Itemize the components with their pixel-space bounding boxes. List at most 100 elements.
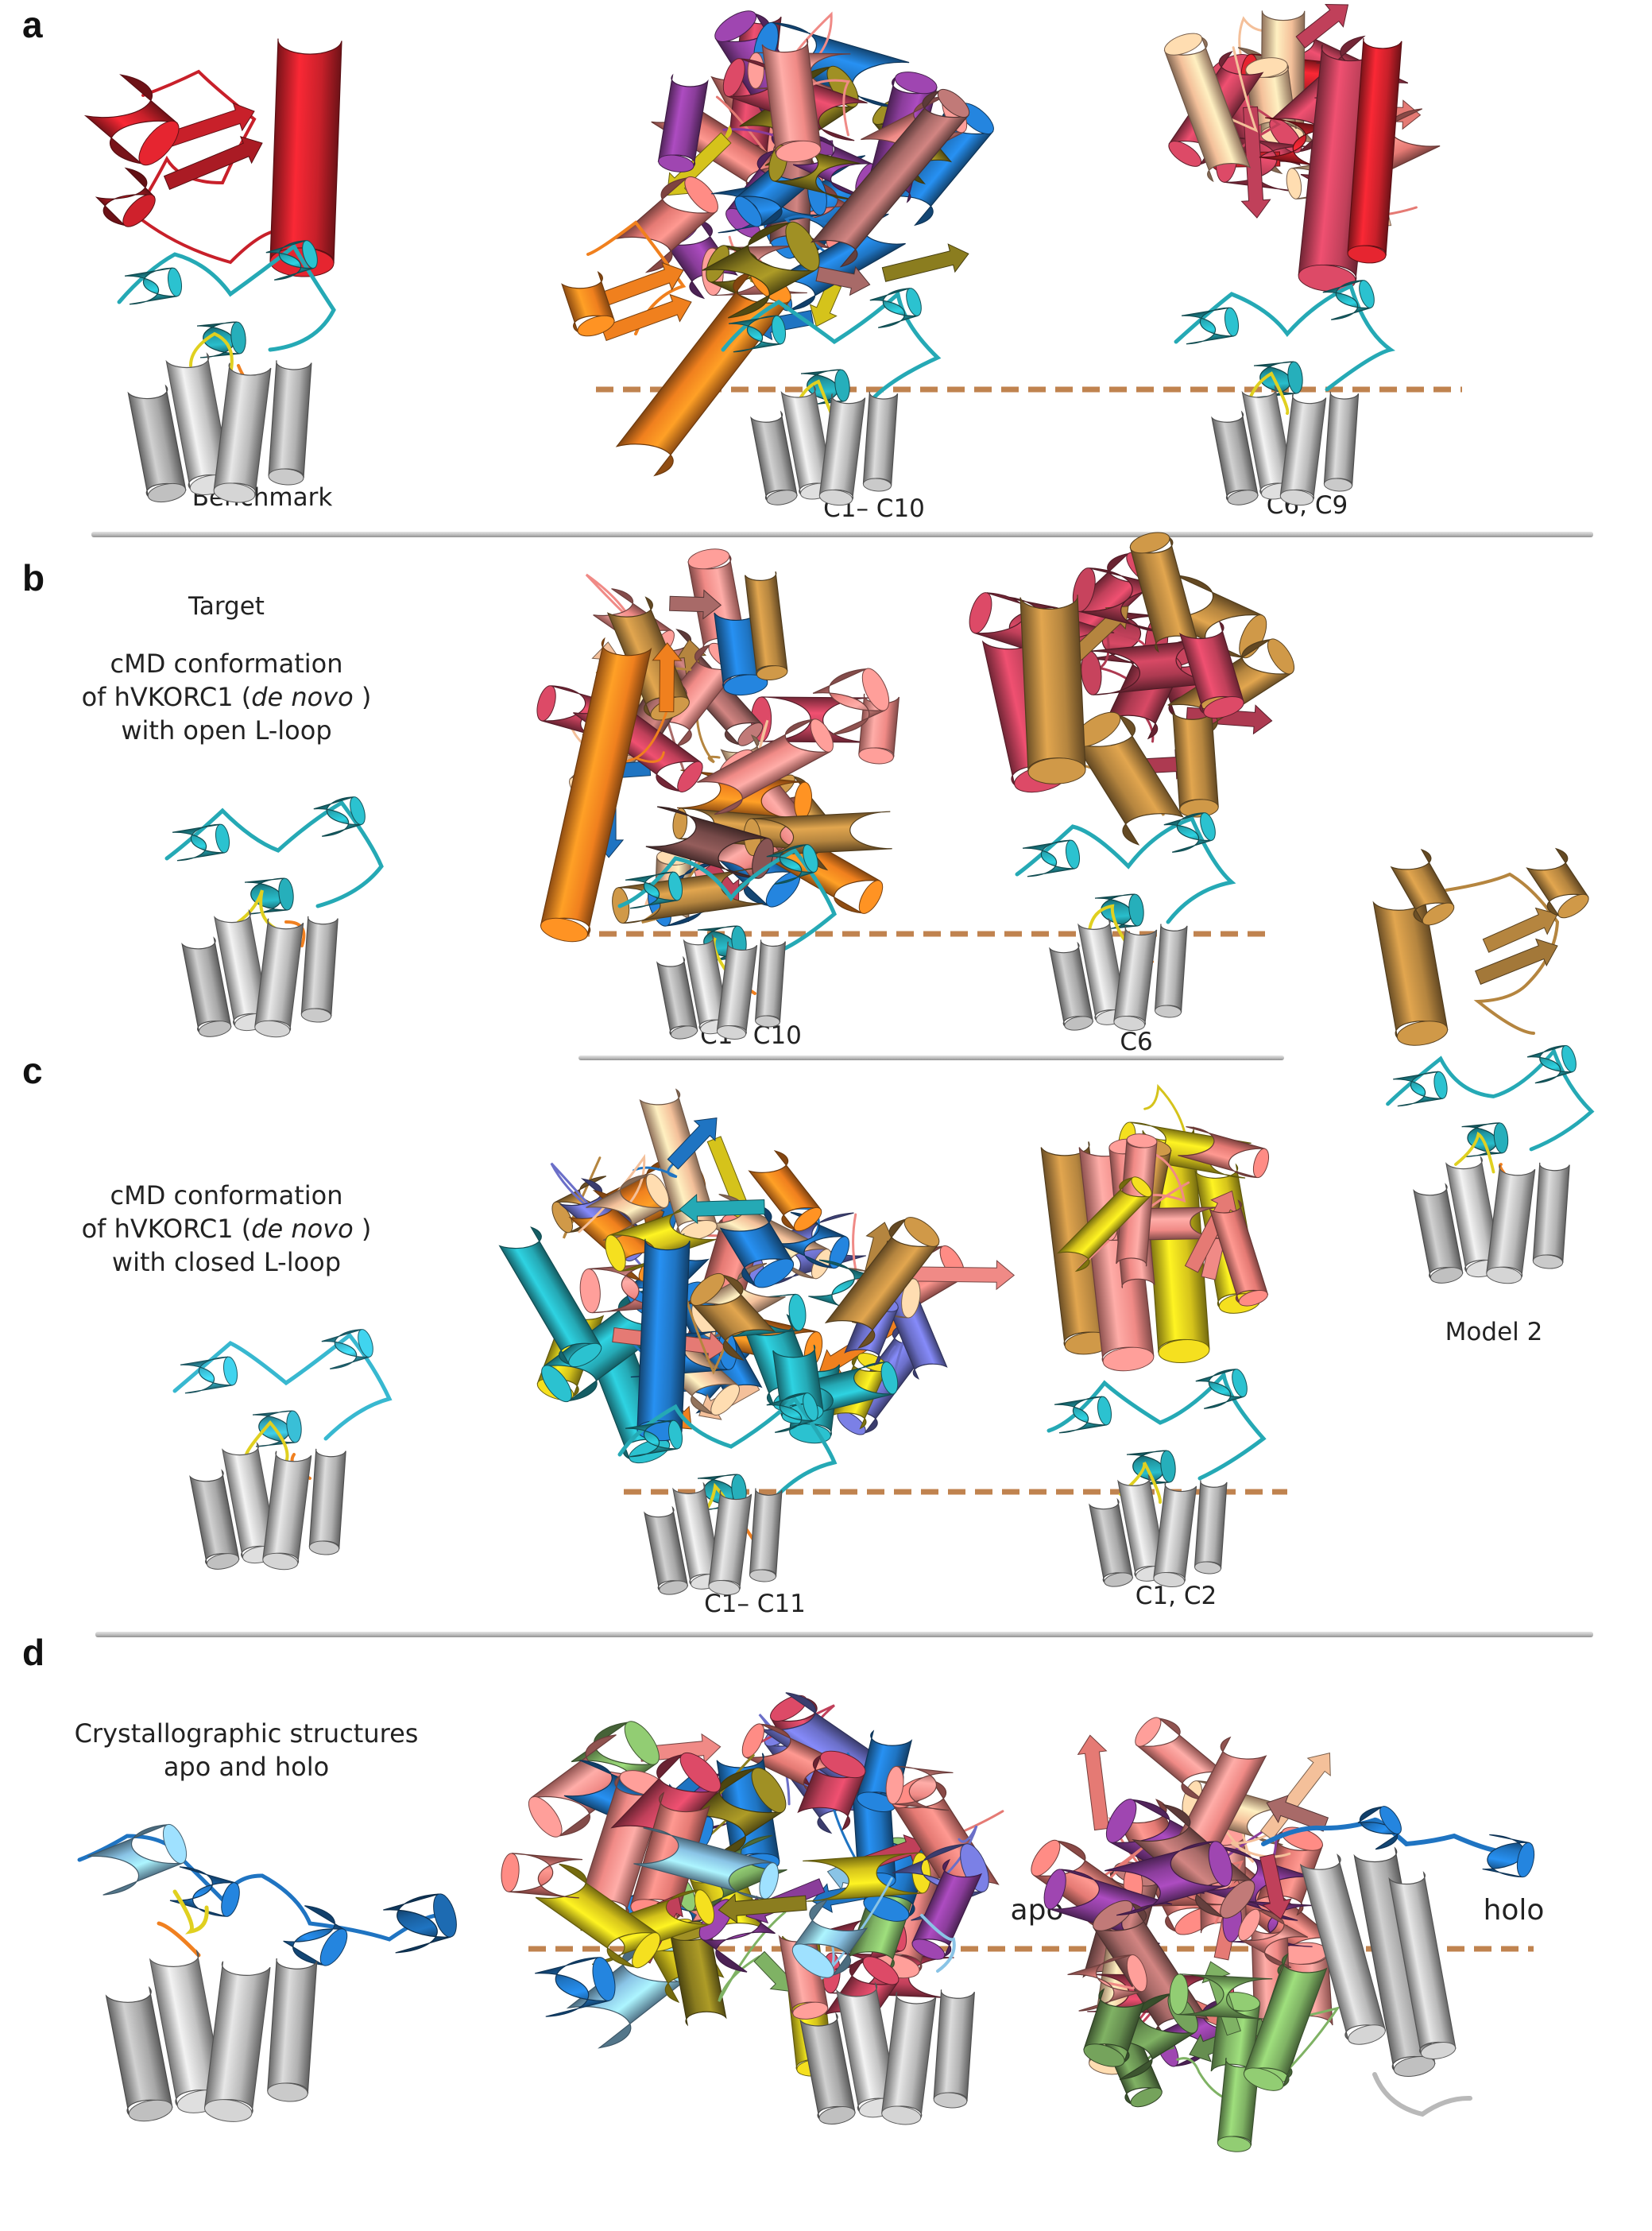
helix-cap (1224, 307, 1240, 337)
helix-cap (262, 1552, 299, 1571)
helix-cap (300, 1008, 332, 1023)
helix-cap (1031, 1839, 1061, 1877)
helix-cap (1043, 1869, 1066, 1910)
beta-strand (809, 281, 842, 327)
beta-strand (1184, 1190, 1238, 1273)
helix-cylinder (749, 1488, 783, 1577)
helix-cylinder (881, 1992, 937, 2118)
helix-cap (138, 120, 180, 166)
helix-cap (1422, 902, 1455, 926)
helix-cap (592, 1957, 616, 2001)
helix-cap (230, 321, 246, 354)
helix-cap (1169, 1973, 1189, 2016)
helix-cap (677, 761, 703, 792)
helix-cap (1097, 1396, 1112, 1426)
helix-cylinder (1154, 924, 1188, 1013)
helix-cap (710, 1384, 741, 1416)
separator-c-d (95, 1632, 1593, 1637)
structure-model-2 (1372, 847, 1595, 1284)
helix-cap (694, 1889, 715, 1925)
helix-cap (162, 1823, 188, 1865)
description-crystal: Crystallographic structures apo and holo (74, 1718, 419, 1782)
panel-letter-c: c (22, 1050, 43, 1091)
helix-cap (1158, 1338, 1210, 1364)
helix-cap (788, 1293, 807, 1331)
helix-cap (756, 665, 788, 681)
helix-cap (579, 1268, 601, 1314)
label-target: Target (188, 592, 265, 621)
helix-cap (901, 1278, 921, 1319)
helix-cap (776, 140, 822, 163)
helix-cap (658, 154, 694, 172)
helix-cap (1135, 1717, 1162, 1747)
helix-cap (278, 877, 294, 911)
structure-target-closed (172, 1329, 393, 1571)
helix-cap (819, 1750, 866, 1779)
label-holo: holo (1483, 1894, 1545, 1927)
helix-cap (1102, 1346, 1155, 1372)
helix-cap (501, 1853, 520, 1892)
beta-strand (652, 642, 683, 713)
helix-cap (1420, 2041, 1457, 2060)
label-model-2: Model 2 (1445, 1318, 1543, 1346)
helix-cap (568, 1342, 602, 1368)
helix-cap (632, 1932, 661, 1969)
coil-loop (1454, 1131, 1495, 1174)
helix-cap (1532, 1254, 1564, 1269)
coil-loop (937, 1825, 978, 1884)
helix-cap (1348, 2024, 1386, 2045)
beta-strand (881, 243, 969, 282)
beta-strand (593, 261, 684, 310)
helix-cap (358, 1329, 373, 1358)
helix-cap (818, 2106, 856, 2124)
helix-cap (834, 369, 850, 402)
helix-cylinder (262, 1451, 312, 1564)
beta-strand (1295, 3, 1349, 48)
helix-cap (215, 823, 230, 854)
helix-cap (906, 288, 922, 316)
structure-b-c6 (969, 532, 1295, 1032)
helix-cap (1287, 361, 1303, 394)
coil-loop (695, 701, 721, 764)
panel-letter-d: d (22, 1632, 45, 1673)
helix-cap (629, 1439, 671, 1464)
helix-cap (829, 1236, 850, 1269)
helix-cap (1220, 1880, 1255, 1919)
helix-cylinder (268, 360, 312, 478)
helix-cylinder (1486, 1164, 1536, 1278)
helix-cylinder (636, 1238, 691, 1432)
coil-loop (633, 711, 668, 763)
helix-cap (128, 2099, 173, 2122)
helix-cylinder (1172, 709, 1219, 810)
helix-cap (1164, 33, 1203, 56)
beta-strand (1240, 106, 1271, 219)
helix-cap (863, 1895, 910, 1922)
helix-cylinder (300, 916, 339, 1017)
helix-cap (1347, 245, 1387, 264)
helix-cap (286, 1410, 302, 1443)
helix-cap (147, 482, 187, 503)
structure-d-holo (1031, 1717, 1535, 2152)
helix-cap (716, 1025, 747, 1040)
helix-cap (679, 1752, 722, 1793)
helix-cap (858, 747, 894, 765)
beta-strand (815, 265, 871, 296)
helix-cap (1203, 696, 1244, 718)
helix-cap (1105, 1799, 1137, 1843)
beta-strand (1077, 1734, 1109, 1831)
coil-loop (578, 1153, 646, 1234)
structure-c-c1-c11 (498, 1088, 1016, 1596)
coil-loop (1261, 1817, 1504, 1854)
helix-cylinder (1194, 1480, 1228, 1569)
helix-cap (1239, 614, 1267, 659)
helix-cap (690, 1272, 725, 1306)
helix-cap (1168, 141, 1202, 167)
helix-cap (861, 668, 890, 711)
structure-crystal-apo-holo (77, 1823, 457, 2122)
coil-loop (617, 1396, 838, 1505)
helix-cap (1208, 1841, 1232, 1887)
helix-cap (667, 1420, 683, 1450)
helix-cap (1065, 839, 1081, 870)
coil-loop (1015, 815, 1236, 924)
